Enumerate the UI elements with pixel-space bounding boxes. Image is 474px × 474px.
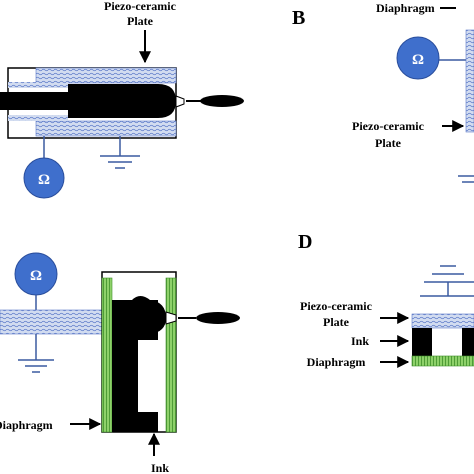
panel-d-diaphragm xyxy=(411,355,474,367)
panel-b-source xyxy=(396,36,440,80)
panel-b-piezo-plate xyxy=(465,29,474,133)
panel-a-piezo-inner-left-bottom xyxy=(8,115,68,121)
panel-a-nozzle xyxy=(175,95,185,108)
panel-a-droplet xyxy=(200,95,244,107)
panel-a-source-symbol: Ω xyxy=(38,172,50,188)
panel-c-diaphragm-right xyxy=(165,277,177,433)
panel-a-piezo-inner-left xyxy=(8,82,68,88)
panel-c-diaphragm xyxy=(101,277,113,433)
panel-b: B Diaphragm Ω Piezo-ceramic Plate xyxy=(292,1,474,183)
panel-a-piezo-bottom xyxy=(35,120,177,137)
panel-b-diaphragm-label: Diaphragm xyxy=(376,1,435,15)
panel-d-ink-right xyxy=(462,328,474,356)
panel-a-plate-label-line2: Plate xyxy=(127,14,154,28)
panel-c-nozzle xyxy=(165,311,177,325)
panel-c-diaphragm-label: Diaphragm xyxy=(0,418,53,432)
panel-d-plate-label-line1: Piezo-ceramic xyxy=(300,299,373,313)
panel-c-piezo-plate xyxy=(0,309,105,335)
panel-d: D Piezo-ceramic Plate Ink Diaphragm xyxy=(298,231,474,369)
panel-c-ink-label: Ink xyxy=(151,461,169,474)
panel-c-source-symbol: Ω xyxy=(30,268,42,284)
panel-b-plate-label-line1: Piezo-ceramic xyxy=(352,119,425,133)
panel-a-plate-label-line1: Piezo-ceramic xyxy=(104,0,177,13)
panel-b-source-symbol: Ω xyxy=(412,52,424,68)
panel-a-piezo-top xyxy=(35,67,177,84)
panel-d-piezo-plate xyxy=(411,313,474,329)
panel-c-ink-top xyxy=(140,300,166,334)
panel-b-plate-label-line2: Plate xyxy=(375,136,402,150)
panel-c-droplet xyxy=(196,312,240,324)
panel-d-ink-label: Ink xyxy=(351,334,369,348)
panel-a: Piezo-ceramic Plate Ω xyxy=(0,0,244,199)
panel-d-letter: D xyxy=(298,231,312,253)
panel-b-letter: B xyxy=(292,7,305,29)
panel-a-ink xyxy=(0,84,176,118)
panel-a-source xyxy=(23,157,65,199)
panel-d-plate-label-line2: Plate xyxy=(323,315,350,329)
panel-c: Ω Diaphragm Ink xyxy=(0,252,240,474)
panel-d-ink-left xyxy=(412,328,432,356)
panel-d-diaphragm-label: Diaphragm xyxy=(307,355,366,369)
